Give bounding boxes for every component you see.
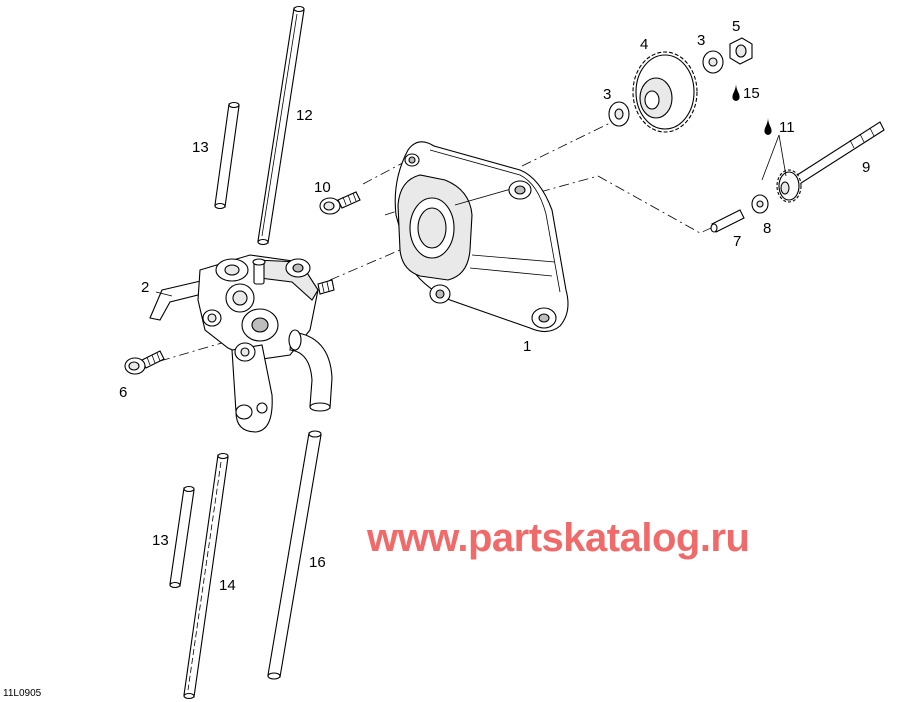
watermark-text: www.partskatalog.ru [366, 516, 749, 560]
part-4-gear [632, 51, 698, 133]
callout-5: 5 [732, 18, 740, 35]
figure-code: 11L0905 [3, 688, 42, 699]
part-14-tube [183, 452, 229, 700]
part-1-pump-cover [394, 141, 569, 333]
oil-drop-icon [732, 84, 772, 135]
part-13-tube-lower [169, 485, 195, 589]
callout-leaders [155, 134, 787, 297]
part-16-tube [267, 430, 322, 680]
callout-8: 8 [763, 220, 771, 237]
callout-3-left: 3 [603, 86, 611, 103]
callout-10: 10 [314, 179, 331, 196]
part-9-pump-shaft [776, 121, 885, 203]
callout-12: 12 [296, 107, 313, 124]
callout-1: 1 [523, 338, 531, 355]
part-5-nut [729, 37, 753, 65]
callout-11: 11 [779, 119, 795, 136]
callout-4: 4 [640, 36, 648, 53]
part-12-tube [257, 5, 305, 246]
callout-numbers: 1 2 3 3 4 5 6 7 8 9 10 11 12 13 13 14 15… [119, 18, 870, 594]
part-10-screw [319, 191, 361, 215]
callout-13-upper: 13 [192, 139, 209, 156]
callout-3-right: 3 [697, 32, 705, 49]
part-13-tube-upper [214, 101, 240, 210]
callout-16: 16 [309, 554, 326, 571]
callout-6: 6 [119, 384, 127, 401]
callout-14: 14 [219, 577, 236, 594]
callout-7: 7 [733, 233, 741, 250]
callout-13-lower: 13 [152, 532, 169, 549]
part-7-pin [710, 209, 745, 233]
part-3-washer-right [702, 50, 724, 74]
part-2-oil-pump-assembly [149, 254, 335, 433]
callout-2: 2 [141, 279, 149, 296]
callout-15: 15 [743, 85, 760, 102]
part-8-washer [751, 194, 769, 214]
part-3-washer-left [608, 101, 630, 127]
part-6-screw [124, 350, 165, 375]
callout-9: 9 [862, 159, 870, 176]
